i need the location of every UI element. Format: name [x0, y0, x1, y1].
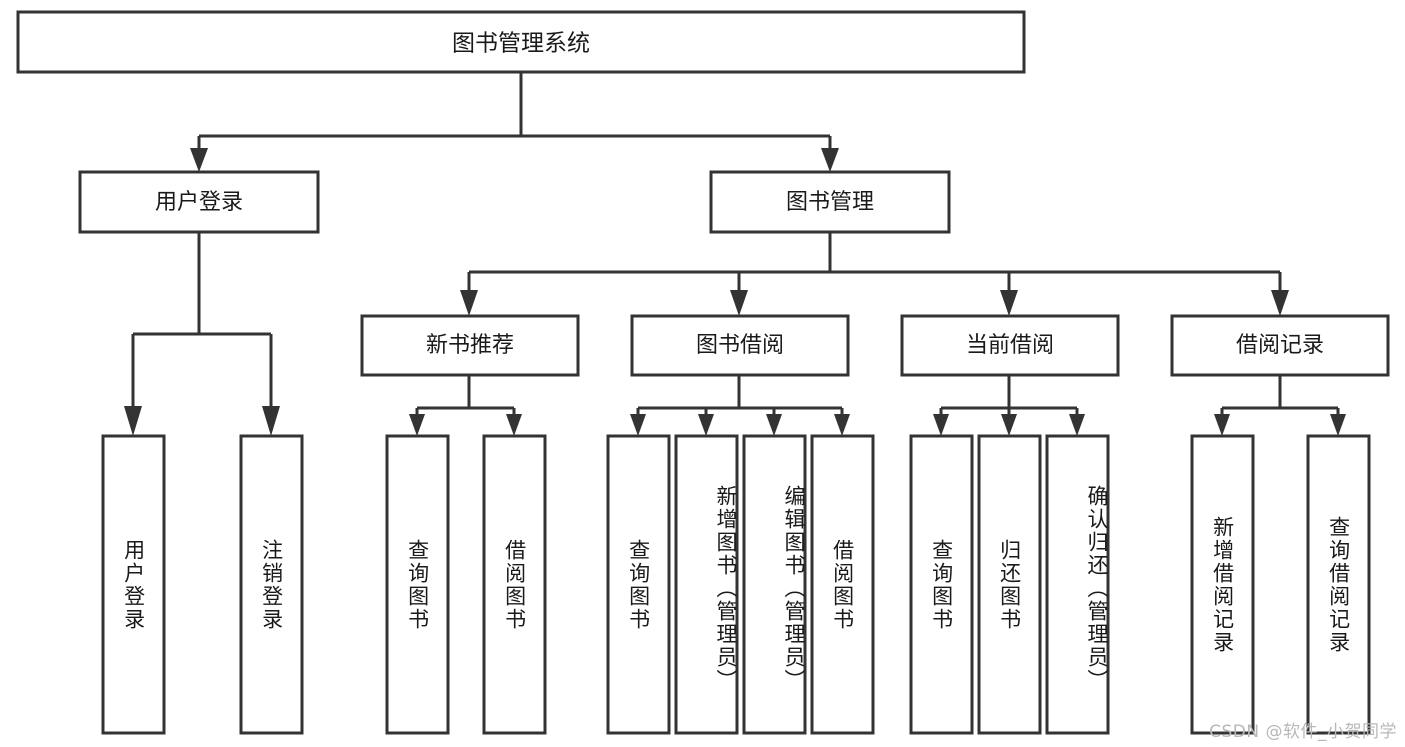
- nodes-layer: 图书管理系统 用户登录 图书管理 新书推荐 图书借阅: [16, 10, 1390, 735]
- arrow-to-new-book: [460, 290, 478, 316]
- arrow-to-book-borrow: [730, 290, 748, 316]
- node-book-management-rect[interactable]: [709, 170, 951, 234]
- leaf-rect-user-login-2[interactable]: [239, 434, 304, 735]
- arrow-borrowrecord-leaf-2: [1330, 414, 1346, 436]
- node-user-login-label: 用户登录: [155, 190, 243, 215]
- arrow-to-current-borrow: [1000, 290, 1018, 316]
- node-root-system[interactable]: 图书管理系统: [16, 10, 1026, 74]
- arrow-bookborrow-leaf-3: [766, 414, 782, 436]
- arrow-currentborrow-leaf-3: [1069, 414, 1085, 436]
- node-root-label: 图书管理系统: [452, 31, 590, 57]
- node-new-book-recommend[interactable]: 新书推荐: [360, 314, 580, 377]
- node-current-borrow-rect[interactable]: [900, 314, 1120, 377]
- arrow-to-user-login: [190, 148, 208, 172]
- arrow-bookborrow-leaf-2: [698, 414, 714, 436]
- leaf-rect-book-borrow-1[interactable]: [606, 434, 671, 735]
- csdn-watermark: CSDN @软件_小贺同学: [1209, 722, 1397, 742]
- leaf-rect-book-borrow-4[interactable]: [810, 434, 875, 735]
- node-borrow-record[interactable]: 借阅记录: [1170, 314, 1390, 377]
- leaf-rect-current-borrow-1[interactable]: [909, 434, 974, 735]
- node-book-management[interactable]: 图书管理: [709, 170, 951, 234]
- node-current-borrow-label: 当前借阅: [966, 333, 1054, 358]
- leaf-rect-book-borrow-2[interactable]: [674, 434, 739, 735]
- arrow-newbook-leaf-1: [409, 414, 425, 436]
- node-book-borrow[interactable]: 图书借阅: [630, 314, 850, 377]
- arrow-borrowrecord-leaf-1: [1214, 414, 1230, 436]
- arrow-to-book-mgmt: [821, 148, 839, 172]
- node-book-borrow-rect[interactable]: [630, 314, 850, 377]
- arrow-newbook-leaf-2: [506, 414, 522, 436]
- node-root-rect[interactable]: [16, 10, 1026, 74]
- arrow-to-borrow-record: [1271, 290, 1289, 316]
- node-borrow-record-label: 借阅记录: [1236, 333, 1324, 358]
- leaf-rect-new-book-1[interactable]: [385, 434, 450, 735]
- node-new-book-recommend-label: 新书推荐: [426, 333, 514, 358]
- arrow-bookborrow-leaf-4: [834, 414, 850, 436]
- edges-layer: [124, 72, 1346, 436]
- arrow-userlogin-leaf-1: [124, 406, 142, 436]
- leaf-rect-new-book-2[interactable]: [482, 434, 547, 735]
- arrow-bookborrow-leaf-1: [630, 414, 646, 436]
- node-book-management-label: 图书管理: [786, 190, 874, 215]
- leaf-rect-current-borrow-2[interactable]: [977, 434, 1042, 735]
- node-current-borrow[interactable]: 当前借阅: [900, 314, 1120, 377]
- leaf-rect-book-borrow-3[interactable]: [742, 434, 807, 735]
- arrow-currentborrow-leaf-2: [1001, 414, 1017, 436]
- node-user-login-rect[interactable]: [78, 170, 320, 234]
- leaf-rect-user-login-1[interactable]: [101, 434, 166, 735]
- node-user-login[interactable]: 用户登录: [78, 170, 320, 234]
- node-new-book-recommend-rect[interactable]: [360, 314, 580, 377]
- leaf-rect-borrow-record-2[interactable]: [1306, 434, 1371, 735]
- node-book-borrow-label: 图书借阅: [696, 333, 784, 358]
- node-borrow-record-rect[interactable]: [1170, 314, 1390, 377]
- leaf-rect-current-borrow-3[interactable]: [1045, 434, 1110, 735]
- leaf-rect-borrow-record-1[interactable]: [1190, 434, 1255, 735]
- arrow-userlogin-leaf-2: [262, 406, 280, 436]
- arrow-currentborrow-leaf-1: [933, 414, 949, 436]
